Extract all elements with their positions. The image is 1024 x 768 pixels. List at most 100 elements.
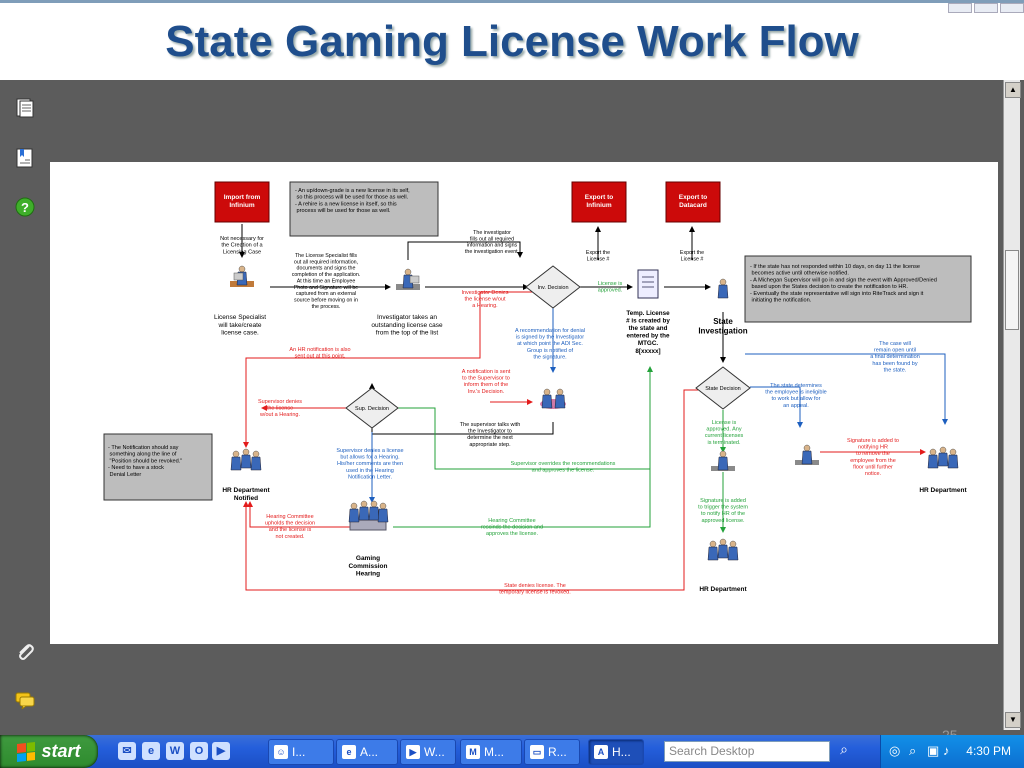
hr-dept-bottom-text: HR Department [699, 586, 747, 593]
maximize-button[interactable] [974, 3, 998, 13]
scroll-up-arrow-icon[interactable]: ▲ [1005, 82, 1021, 98]
hr-bottom-group-icon [707, 538, 739, 561]
note-left-text: - The Notification should say something … [108, 445, 182, 478]
search-go-icon[interactable]: ⌕ [840, 741, 848, 757]
note-right-text: - If the state has not responded within … [750, 264, 937, 304]
window-controls [946, 3, 1024, 13]
media-icon: ▶ [406, 745, 420, 759]
taskbar-button-label: I... [292, 745, 306, 759]
tray-search-icon[interactable]: ⌕ [909, 743, 917, 758]
taskbar-button-label: W... [424, 745, 445, 759]
scroll-down-arrow-icon[interactable]: ▼ [1005, 712, 1021, 728]
note-left-box: - The Notification should say something … [103, 433, 213, 501]
taskbar-button-1[interactable]: ☺ I... [268, 739, 334, 765]
ie-icon: e [342, 745, 356, 759]
tray-volume-icon[interactable]: ♪ [943, 743, 950, 758]
note-top-box: - An up/down-grade is a new license in i… [289, 181, 439, 237]
bookmarks-icon[interactable] [14, 147, 36, 169]
state-appeal-icon [795, 444, 819, 465]
taskbar-button-label: R... [548, 745, 567, 759]
navigation-panel: ? [0, 80, 50, 735]
scroll-thumb[interactable] [1005, 250, 1019, 330]
tray-network-icon[interactable]: ◎ [889, 743, 901, 758]
start-label: start [41, 741, 81, 761]
quicklaunch-ie-icon[interactable]: e [142, 742, 160, 760]
help-icon[interactable]: ? [14, 196, 36, 218]
attachment-icon[interactable] [14, 641, 36, 663]
close-button[interactable] [1000, 3, 1024, 13]
quicklaunch-folder-icon[interactable]: ✉ [118, 742, 136, 760]
inv-decision-diamond: Inv. Decision [525, 265, 581, 309]
sup-overrides-text: Supervisor overrides the recommendations… [511, 461, 616, 474]
comment-icon[interactable] [14, 689, 36, 711]
state-decision-diamond: State Decision [695, 366, 751, 410]
minimize-button[interactable] [948, 3, 972, 13]
quicklaunch-word-icon[interactable]: W [166, 742, 184, 760]
taskbar-button-2[interactable]: e A... [336, 739, 398, 765]
clock: 4:30 PM [966, 744, 1011, 758]
taskbar-button-4[interactable]: M M... [460, 739, 522, 765]
note-top-text: - An up/down-grade is a new license in i… [295, 188, 410, 214]
system-tray: ◎ ⌕ ▣ ♪ 4:30 PM [880, 735, 1024, 768]
note-right-box: - If the state has not responded within … [744, 255, 972, 323]
taskbar-button-5[interactable]: ▭R... [524, 739, 580, 765]
pages-icon[interactable] [14, 97, 36, 119]
license-specialist-icon [230, 265, 254, 287]
sup-decision-label: Sup. Decision [355, 406, 389, 412]
start-button[interactable]: start [0, 735, 98, 768]
temp-license-document-icon [637, 269, 659, 299]
slide-header: State Gaming License Work Flow [0, 0, 1024, 80]
app-icon: M [466, 745, 480, 759]
vertical-scrollbar[interactable]: ▲ ▼ [1003, 80, 1021, 730]
sup-decision-diamond: Sup. Decision [345, 387, 399, 429]
hr-dept-right-text: HR Department [919, 487, 967, 494]
taskbar-button-label: A... [360, 745, 379, 759]
taskbar-button-label: M... [484, 745, 504, 759]
inv-decision-label: Inv. Decision [537, 285, 568, 291]
search-desktop-input[interactable]: Search Desktop [664, 741, 830, 762]
taskbar-button-label: H... [612, 745, 631, 759]
taskbar-button-3[interactable]: ▶ W... [400, 739, 456, 765]
tray-security-icon[interactable]: ▣ [927, 743, 940, 758]
quicklaunch-media-icon[interactable]: ▶ [212, 742, 230, 760]
investigator-icon [396, 268, 420, 290]
pdf-viewer: ? [0, 80, 1024, 743]
state-investigator-icon [717, 278, 729, 299]
window-icon: ☺ [274, 745, 288, 759]
gaming-commission-icon [348, 500, 389, 531]
state-decision-label: State Decision [705, 386, 740, 392]
supervisor-meeting-icon [540, 388, 566, 409]
quicklaunch-outlook-icon[interactable]: O [190, 742, 208, 760]
